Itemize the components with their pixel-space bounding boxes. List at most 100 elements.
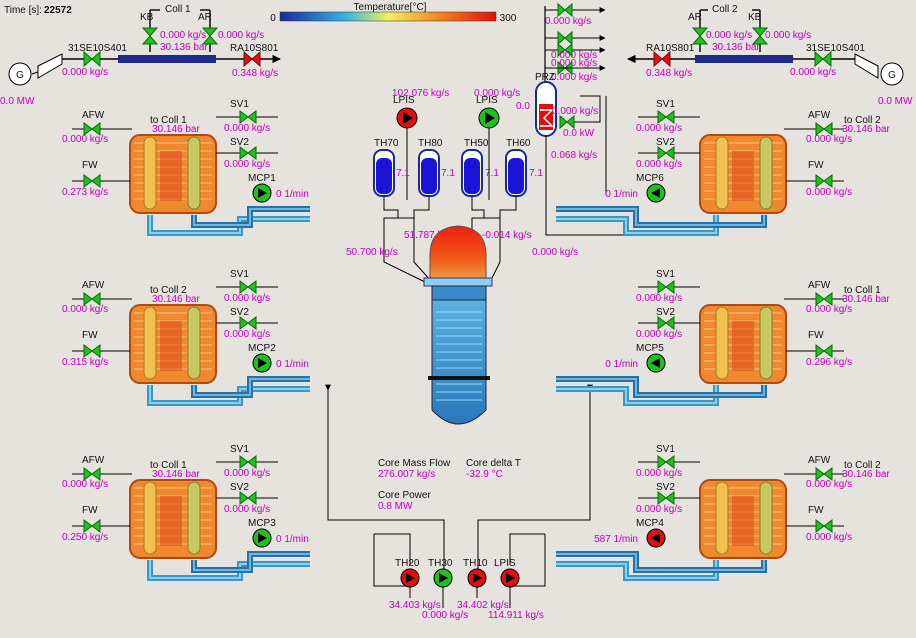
loop-3-fw-valve[interactable] [83, 519, 101, 533]
loop-4-sv1-label: SV1 [656, 99, 675, 110]
steam-valve-left[interactable] [83, 50, 101, 68]
loop-2-sv1-flow: 0.000 kg/s [224, 293, 270, 304]
pump-th10-flow: 34.402 kg/s [457, 600, 509, 611]
generator-left [8, 62, 32, 86]
loop-3-fw-label: FW [82, 505, 98, 516]
upper-injection: LPIS 102.076 kg/s LPIS 0.000 kg/s TH70 T… [346, 88, 578, 283]
valve-ar-left-flow: 0.000 kg/s [218, 30, 264, 41]
tank-th60-label: TH60 [506, 138, 531, 149]
loop-6-sv1-valve[interactable] [657, 455, 675, 469]
loop-4-sv2-valve[interactable] [657, 146, 675, 160]
generator-left-power: 0.0 MW [0, 96, 35, 107]
loop-2-fw-flow: 0.315 kg/s [62, 357, 108, 368]
tank-th50-value: 7.1 [485, 168, 499, 179]
loop-4-fw-label: FW [808, 160, 824, 171]
loop-1-afw-valve[interactable] [83, 122, 101, 136]
prz-surge-flow: 0.068 kg/s [551, 150, 597, 161]
loop-6-sv2-label: SV2 [656, 482, 675, 493]
sg-leg-b-1 [187, 136, 201, 210]
loop-5-fw-valve[interactable] [815, 344, 833, 358]
loop-1-sv2-label: SV2 [230, 137, 249, 148]
loop-4-sv1-flow: 0.000 kg/s [636, 123, 682, 134]
loop-2-pressure: 30.146 bar [152, 294, 200, 305]
collector-left-title: Coll 1 [165, 4, 191, 15]
prz-valve-3[interactable] [557, 42, 573, 58]
pump-lpis-lower-flow: 114.911 kg/s [488, 610, 544, 621]
loop-6-sv2-valve[interactable] [657, 491, 675, 505]
valve-ar-right[interactable] [691, 27, 709, 45]
sg-leg-b-3 [187, 481, 201, 555]
turbine-left [37, 53, 63, 79]
loop-1-fw-valve[interactable] [83, 174, 101, 188]
reactor-vessel [423, 225, 493, 425]
loop-6-afw-flow: 0.000 kg/s [806, 479, 852, 490]
loop-3-sv2-label: SV2 [230, 482, 249, 493]
loop-1-to-coll: to Coll 1 [150, 115, 187, 126]
prz-valve-1[interactable] [557, 2, 573, 18]
valve-ar-right-flow: 0.000 kg/s [706, 30, 752, 41]
reactor-head [429, 225, 487, 281]
valve-ar-left[interactable] [201, 27, 219, 45]
pressurizer: 0.000 kg/s 0.000 kg/s 0.000 kg/s 0.000 k… [516, 2, 660, 236]
core-mass-flow-value: 276.007 kg/s [378, 469, 435, 480]
loop-2-sv1-valve[interactable] [239, 280, 257, 294]
tank-th80-value: 7.1 [441, 168, 455, 179]
loop-3-sv2-valve[interactable] [239, 491, 257, 505]
loop-4-mcp-speed: 0 1/min [605, 189, 638, 200]
loop-2-fw-valve[interactable] [83, 344, 101, 358]
heater-icon [540, 109, 554, 127]
prz-flow-4: 0.000 kg/s [551, 72, 597, 83]
valve-kb-right[interactable] [751, 27, 769, 45]
collector-right-title: Coll 2 [712, 4, 738, 15]
loop-1-afw-flow: 0.000 kg/s [62, 134, 108, 145]
collector-right-pipe [695, 55, 793, 63]
loop-4-to-coll: to Coll 2 [844, 115, 881, 126]
loop-2-afw-valve[interactable] [83, 292, 101, 306]
loop-4-fw-valve[interactable] [815, 174, 833, 188]
relief-valve-left[interactable] [243, 50, 261, 68]
loop-1-sv2-valve[interactable] [239, 146, 257, 160]
sg-leg-a-5 [715, 306, 729, 380]
loop-3-mcp-speed: 0 1/min [276, 534, 309, 545]
loop-5-sv2-valve[interactable] [657, 316, 675, 330]
core-delta-t-value: -32.9 °C [466, 469, 503, 480]
loop-5-sv1-valve[interactable] [657, 280, 675, 294]
loop-3-afw-valve[interactable] [83, 467, 101, 481]
prz-spray-valve[interactable] [559, 114, 575, 130]
valve-kb-right-label: KB [748, 12, 762, 23]
valve-kb-right-flow: 0.000 kg/s [765, 30, 811, 41]
relief-valve-right[interactable] [653, 50, 671, 68]
loop-2-fw-label: FW [82, 330, 98, 341]
lpis-left-label: LPIS [393, 95, 415, 106]
loop-6-afw-valve[interactable] [815, 467, 833, 481]
reactor-flange [423, 277, 493, 287]
generator-right-power: 0.0 MW [878, 96, 913, 107]
loop-4-mcp-label: MCP6 [636, 173, 664, 184]
collector-left: Coll 1 KB 0.000 kg/s AR 0.000 kg/s 30.13… [0, 4, 281, 107]
loop-3-sv1-valve[interactable] [239, 455, 257, 469]
valve-ar-right-label: AR [688, 12, 702, 23]
collector-right-pressure: 30.136 bar [712, 42, 760, 53]
core-mass-flow-label: Core Mass Flow [378, 458, 451, 469]
accumulator-flow-1: 50.700 kg/s [346, 247, 398, 258]
prz-valve-2[interactable] [557, 30, 573, 46]
loop-1-fw-flow: 0.273 kg/s [62, 187, 108, 198]
valve-kb-left[interactable] [141, 27, 159, 45]
valve-kb-left-label: KB [140, 12, 154, 23]
loop-3-to-coll: to Coll 1 [150, 460, 187, 471]
loop-4-sv1-valve[interactable] [657, 110, 675, 124]
steam-valve-right[interactable] [814, 50, 832, 68]
loop-6-fw-valve[interactable] [815, 519, 833, 533]
loop-6-sv1-label: SV1 [656, 444, 675, 455]
loop-5-afw-valve[interactable] [815, 292, 833, 306]
loop-2-sv2-valve[interactable] [239, 316, 257, 330]
tank-th50-label: TH50 [464, 138, 489, 149]
loop-1-sv1-valve[interactable] [239, 110, 257, 124]
relief-valve-left-label: RA10S801 [230, 43, 279, 54]
loop-4-afw-valve[interactable] [815, 122, 833, 136]
loop-6-to-coll: to Coll 2 [844, 460, 881, 471]
pump-th30-label: TH30 [428, 558, 453, 569]
